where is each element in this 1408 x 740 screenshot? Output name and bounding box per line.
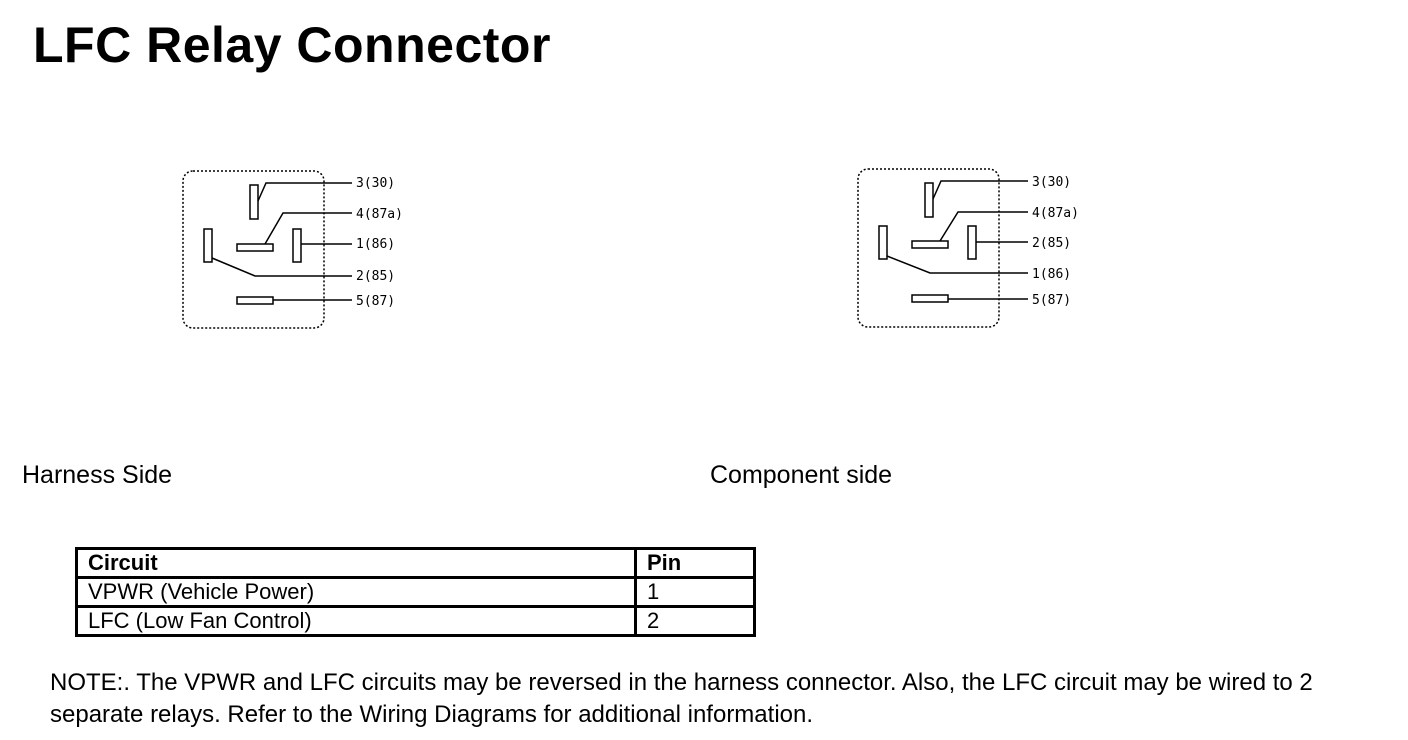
component-pin-label: 2(85) xyxy=(1032,236,1071,251)
harness-terminal-2 xyxy=(203,228,213,263)
harness-pin-label: 4(87a) xyxy=(356,207,403,222)
component-pin-label: 4(87a) xyxy=(1032,206,1079,221)
component-terminal-5 xyxy=(911,294,949,303)
connector-diagrams: 3(30) 4(87a) 1(86) 2(85) 5(87) 3(30) 4(8… xyxy=(182,168,1079,329)
note-text: NOTE:. The VPWR and LFC circuits may be … xyxy=(50,669,1313,728)
harness-terminal-5 xyxy=(236,296,274,305)
component-pin-label: 3(30) xyxy=(1032,175,1071,190)
harness-connector-body xyxy=(182,170,325,329)
table-cell-circuit: VPWR (Vehicle Power) xyxy=(75,576,637,608)
harness-connector xyxy=(182,170,352,329)
component-pin-label: 1(86) xyxy=(1032,267,1071,282)
harness-leader-1 xyxy=(257,182,352,202)
harness-pin-label: 2(85) xyxy=(356,269,395,284)
component-leader-4 xyxy=(886,255,1028,274)
component-pin-label: 5(87) xyxy=(1032,293,1071,308)
harness-leader-2 xyxy=(264,212,352,245)
table-header-pin: Pin xyxy=(634,547,756,579)
component-connector-body xyxy=(857,168,1000,328)
table-cell-pin: 2 xyxy=(634,605,756,637)
table-header-row: Circuit Pin xyxy=(75,547,756,579)
component-terminal-1 xyxy=(878,225,888,260)
component-side-caption: Component side xyxy=(710,461,893,489)
component-terminal-2 xyxy=(967,225,977,260)
harness-terminal-1 xyxy=(292,228,302,263)
harness-terminal-3 xyxy=(249,184,259,220)
component-leader-2 xyxy=(939,211,1028,242)
component-terminal-3 xyxy=(924,182,934,218)
component-terminal-4 xyxy=(911,240,949,249)
table-header-circuit: Circuit xyxy=(75,547,637,579)
table-cell-circuit: LFC (Low Fan Control) xyxy=(75,605,637,637)
table-row: LFC (Low Fan Control) 2 xyxy=(75,605,756,637)
component-connector xyxy=(857,168,1028,328)
harness-pin-label: 5(87) xyxy=(356,294,395,309)
component-leader-1 xyxy=(932,180,1028,200)
page-title: LFC Relay Connector xyxy=(33,17,551,73)
table-cell-pin: 1 xyxy=(634,576,756,608)
table-row: VPWR (Vehicle Power) 1 xyxy=(75,576,756,608)
circuit-table: Circuit Pin VPWR (Vehicle Power) 1 LFC (… xyxy=(75,547,756,637)
harness-leader-4 xyxy=(211,257,352,277)
harness-terminal-4 xyxy=(236,243,274,252)
harness-pin-label: 1(86) xyxy=(356,237,395,252)
harness-pin-label: 3(30) xyxy=(356,176,395,191)
harness-side-caption: Harness Side xyxy=(22,461,173,489)
